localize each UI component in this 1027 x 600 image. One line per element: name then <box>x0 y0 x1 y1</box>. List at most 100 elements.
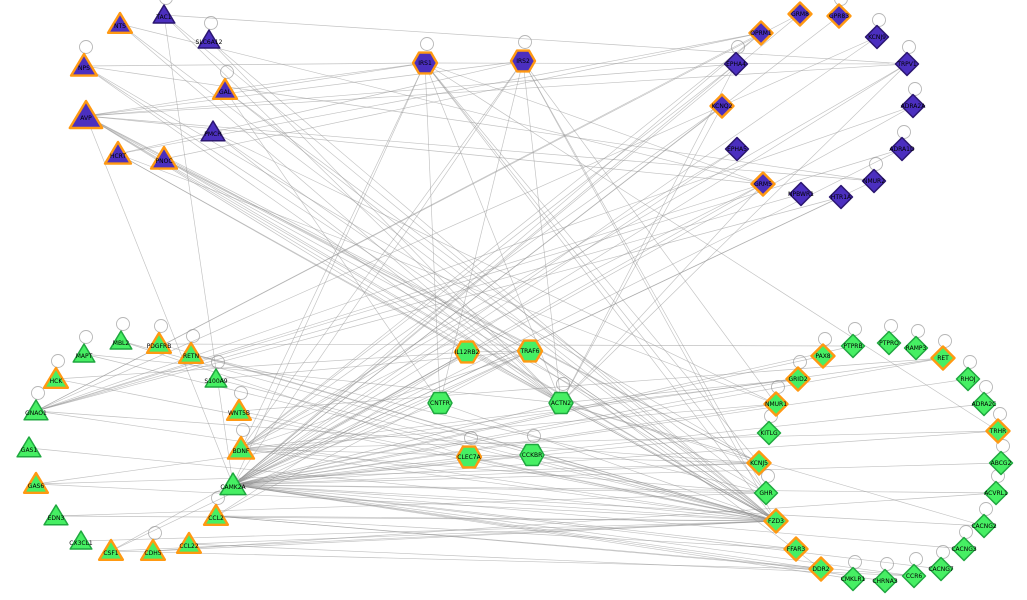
triangle-shape <box>106 11 134 34</box>
node-GHR[interactable]: GHR <box>753 480 779 506</box>
node-KCNQ2[interactable]: KCNQ2 <box>709 93 735 119</box>
node-KCNJ5[interactable]: KCNJ5 <box>746 450 772 476</box>
node-CSF1[interactable]: CSF1 <box>97 538 125 561</box>
edge-CAMK2A-CACNG3 <box>232 484 965 550</box>
node-NMUR1[interactable]: NMUR1 <box>763 391 789 417</box>
node-PAX8[interactable]: PAX8 <box>810 343 836 369</box>
node-PMCH[interactable]: PMCH <box>200 120 226 142</box>
node-RHOJ[interactable]: RHOJ <box>955 366 981 392</box>
diamond-shape <box>971 391 997 417</box>
triangle-shape <box>202 503 230 526</box>
node-HTR1A[interactable]: HTR1A <box>828 184 854 210</box>
node-NMUR2[interactable]: NMUR2 <box>861 168 887 194</box>
node-CACNG3[interactable]: CACNG3 <box>951 536 977 562</box>
node-FFAR3[interactable]: FFAR3 <box>783 536 809 562</box>
node-CNTFR[interactable]: CNTFR <box>427 391 453 415</box>
node-GRID2[interactable]: GRID2 <box>785 366 811 392</box>
diamond-shape <box>894 51 920 77</box>
edge-PMCH-ACTN2 <box>212 131 562 404</box>
node-GPR83[interactable]: GPR83 <box>826 3 852 29</box>
diamond-shape <box>900 93 926 119</box>
node-CCKBR[interactable]: CCKBR <box>519 443 545 467</box>
node-MAPT[interactable]: MAPT <box>72 343 96 363</box>
node-TAC1[interactable]: TAC1 <box>152 4 176 24</box>
edge-WNT5B-RET <box>238 357 944 412</box>
node-CLEC7A[interactable]: CLEC7A <box>455 445 483 469</box>
edge-PNOC-OPRM1 <box>163 32 762 160</box>
triangle-shape <box>225 398 253 421</box>
node-ABCG2[interactable]: ABCG2 <box>988 450 1014 476</box>
node-CDH5[interactable]: CDH5 <box>139 538 167 561</box>
self-loop-SLC6A12 <box>204 16 218 30</box>
node-GRM8[interactable]: GRM8 <box>787 1 813 27</box>
edge-IRS2-FZD3 <box>522 60 777 522</box>
node-NPBWR1[interactable]: NPBWR1 <box>788 181 814 207</box>
diamond-shape <box>788 181 814 207</box>
node-CMKLR1[interactable]: CMKLR1 <box>841 566 866 592</box>
self-loop-HCK <box>51 354 65 368</box>
edge-AVP-EPHA4 <box>85 63 737 117</box>
node-EPHA5[interactable]: EPHA5 <box>724 136 750 162</box>
diamond-shape <box>763 508 789 534</box>
node-SLC6A12[interactable]: SLC6A12 <box>196 29 223 49</box>
node-HCRT[interactable]: HCRT <box>103 140 133 165</box>
diamond-shape <box>930 345 956 371</box>
node-MBL2[interactable]: MBL2 <box>109 330 133 350</box>
self-loop-IRS1 <box>420 37 434 51</box>
node-PTPRO[interactable]: PTPRO <box>876 330 902 356</box>
edge-CNTFR-FZD3 <box>439 402 777 522</box>
node-GAS1[interactable]: GAS1 <box>16 436 42 458</box>
node-CACNG2[interactable]: CACNG2 <box>971 513 997 539</box>
diamond-shape <box>785 366 811 392</box>
edge-IRS1-TRHR <box>424 62 999 432</box>
edge-GPR83-CAMK2A <box>232 15 840 486</box>
node-PTPRB[interactable]: PTPRB <box>840 333 866 359</box>
node-EDN3[interactable]: EDN3 <box>43 504 69 526</box>
node-ADRA2C[interactable]: ADRA2C <box>971 391 997 417</box>
node-CCR6[interactable]: CCR6 <box>901 563 927 589</box>
node-HCK[interactable]: HCK <box>42 366 70 389</box>
node-GRM5[interactable]: GRM5 <box>750 171 776 197</box>
node-IRS2[interactable]: IRS2 <box>509 49 537 73</box>
node-CCL2[interactable]: CCL2 <box>202 503 230 526</box>
edge-GNAO1-KCNJ5 <box>35 410 760 464</box>
node-DDR2[interactable]: DDR2 <box>808 556 834 582</box>
node-ADRA1D[interactable]: ADRA1D <box>889 136 915 162</box>
edge-PNOC-TRAF6 <box>163 158 531 352</box>
edge-BDNF-KCNJ5 <box>240 448 760 464</box>
node-CX3CL1[interactable]: CX3CL1 <box>69 530 93 550</box>
node-GNAO1[interactable]: GNAO1 <box>23 399 49 421</box>
node-IRS1[interactable]: IRS1 <box>411 51 439 75</box>
node-TRHR[interactable]: TRHR <box>985 418 1011 444</box>
triangle-shape <box>204 368 228 388</box>
node-CACNG7[interactable]: CACNG7 <box>928 556 954 582</box>
node-ACTN2[interactable]: ACTN2 <box>548 391 574 415</box>
node-NTS[interactable]: NTS <box>106 11 134 34</box>
node-ACVRL1[interactable]: ACVRL1 <box>983 480 1009 506</box>
node-RET[interactable]: RET <box>930 345 956 371</box>
diamond-shape <box>864 24 890 50</box>
node-ADRA2A[interactable]: ADRA2A <box>900 93 927 119</box>
edge-KCNQ2-BDNF <box>240 105 723 450</box>
node-IL12RB2[interactable]: IL12RB2 <box>453 340 481 364</box>
node-WNT5B[interactable]: WNT5B <box>225 398 253 421</box>
edge-GAS1-FZD3 <box>28 447 777 522</box>
node-EPHA4[interactable]: EPHA4 <box>723 51 749 77</box>
edge-EDN3-FZD3 <box>55 515 777 522</box>
node-RAMP3[interactable]: RAMP3 <box>903 335 929 361</box>
self-loop-GAL <box>220 65 234 79</box>
node-KITLG[interactable]: KITLG <box>756 420 782 446</box>
self-loop-CACNG3 <box>959 525 973 539</box>
edge-GAL-GHR <box>224 89 767 494</box>
node-KCNJ9[interactable]: KCNJ9 <box>864 24 890 50</box>
edge-IRS1-FZD3 <box>424 62 777 522</box>
node-CCL22[interactable]: CCL22 <box>175 531 203 554</box>
node-NPS[interactable]: NPS <box>69 52 99 77</box>
node-OPRM1[interactable]: OPRM1 <box>748 20 774 46</box>
node-TRAF6[interactable]: TRAF6 <box>516 339 544 363</box>
self-loop-ACTN2 <box>556 377 570 391</box>
edge-HCRT-FZD3 <box>117 153 777 522</box>
edge-IRS1-TRPV1 <box>424 62 908 65</box>
